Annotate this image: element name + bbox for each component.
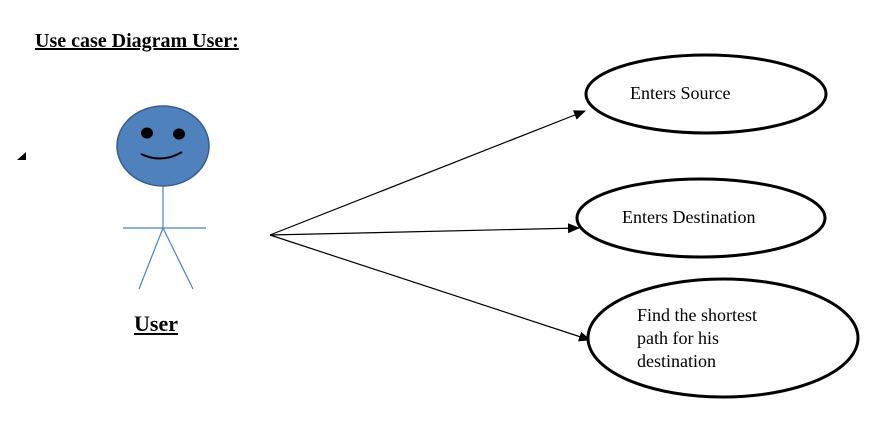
use-case-label-find-shortest-path: Find the shortest path for his destinati… (637, 304, 797, 373)
actor-head (116, 105, 210, 187)
use-case-enters-source (584, 53, 828, 135)
use-case-enters-destination (575, 177, 827, 259)
actor-label: User (134, 311, 178, 336)
actor-right-leg (162, 227, 194, 290)
use-case-label-line: destination (637, 351, 716, 371)
use-case-label-line: path for his (637, 328, 719, 348)
diagram-title: Use case Diagram User: (35, 30, 239, 52)
corner-marker-icon (17, 152, 26, 160)
use-case-label-line: Find the shortest (637, 305, 757, 325)
actor-right-eye (173, 128, 185, 140)
use-case-label-enters-destination: Enters Destination (622, 207, 756, 227)
actor-left-leg (138, 227, 164, 290)
use-case-find-shortest-path (586, 277, 860, 399)
actor-left-eye (141, 127, 153, 139)
association-arrow-destination (269, 223, 580, 236)
actor-smile (140, 151, 183, 160)
use-case-label-enters-source: Enters Source (630, 83, 731, 103)
association-arrow-source (269, 110, 586, 236)
actor-figure (116, 105, 210, 290)
association-arrow-shortest-path (269, 234, 591, 342)
